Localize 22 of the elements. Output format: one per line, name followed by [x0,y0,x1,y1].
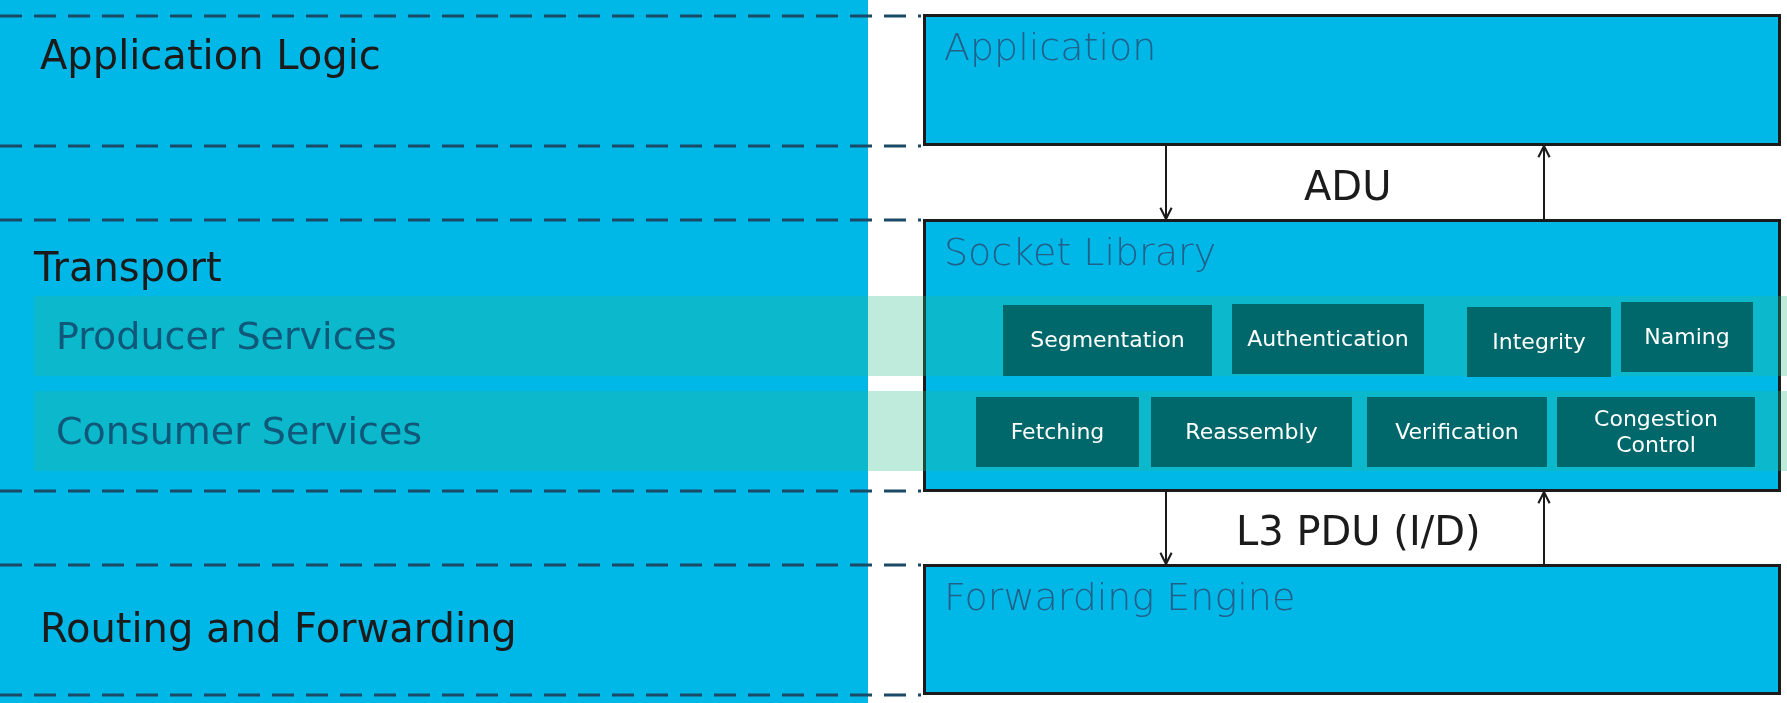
layer-label: Routing and Forwarding [40,605,517,651]
layer-label: Application Logic [40,32,381,78]
box-title: Socket Library [944,230,1217,274]
service-box: Authentication [1232,304,1424,374]
data-unit-label: L3 PDU (I/D) [1236,508,1481,554]
service-box: Fetching [976,397,1139,467]
data-unit-label: ADU [1304,163,1392,209]
layer-label: Transport [34,244,222,290]
service-box: Segmentation [1003,305,1212,376]
service-box: Verification [1367,397,1547,467]
service-box: Integrity [1467,307,1611,377]
service-box: Naming [1621,302,1753,372]
service-box: Congestion Control [1557,397,1755,467]
arrow [1537,144,1551,220]
service-box: Reassembly [1151,397,1352,467]
application-box [923,14,1781,146]
box-title: Forwarding Engine [944,575,1296,619]
arrow [1159,491,1173,566]
arrow [1537,490,1551,565]
forwarding-engine-box [923,564,1781,695]
arrow [1159,145,1173,221]
box-title: Application [944,25,1157,69]
